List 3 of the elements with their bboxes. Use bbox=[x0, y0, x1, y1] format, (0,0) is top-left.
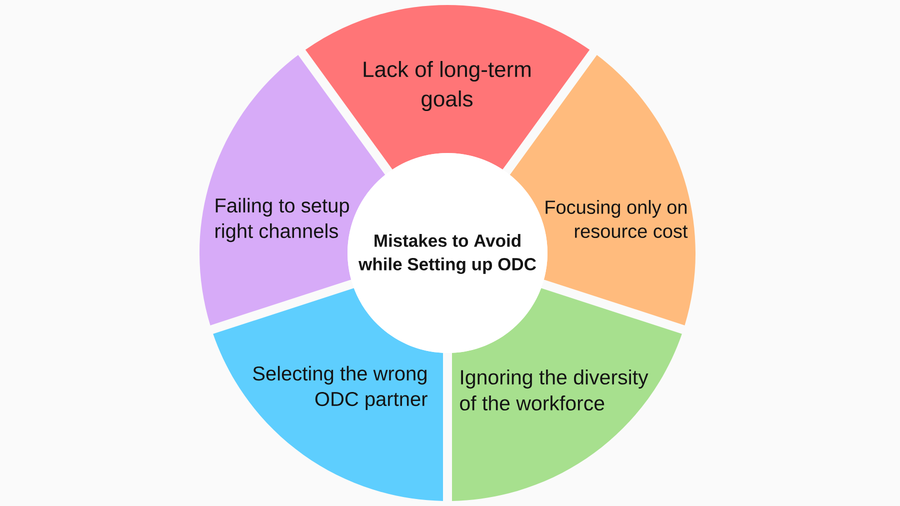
ring-segment: Lack of long-term goals bbox=[305, 5, 590, 170]
ring-segment: Selecting the wrong ODC partner bbox=[213, 288, 443, 501]
ring-segment: Ignoring the diversity of the workforce bbox=[452, 288, 682, 501]
